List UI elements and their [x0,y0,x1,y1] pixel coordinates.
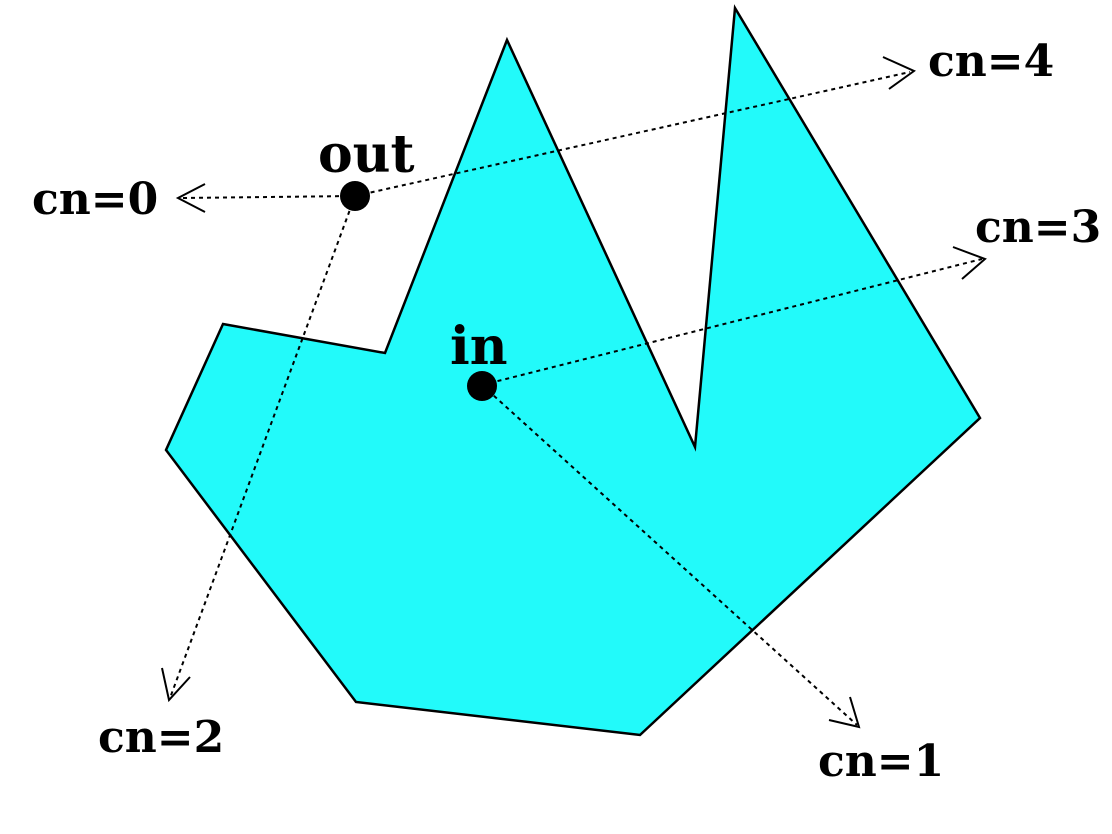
point-in-label: in [450,316,508,377]
ray-label-cn4: cn=4 [928,36,1054,87]
ray-label-cn3: cn=3 [975,202,1101,253]
ray-out-down [169,195,356,699]
polygon-shape [164,4,982,737]
ray-out-right [354,71,911,197]
ray-out-left [181,195,356,199]
arrowhead-in-down [828,696,861,729]
point-in [467,371,497,401]
arrowhead-in-right [952,246,987,280]
ray-label-cn0: cn=0 [32,174,158,225]
point-out [340,181,370,211]
ray-in-right [481,258,983,386]
arrowhead-out-right [882,56,916,90]
ray-label-cn1: cn=1 [818,736,944,787]
point-out-label: out [318,124,415,185]
ray-label-cn2: cn=2 [98,712,224,763]
arrowhead-out-down [161,667,191,703]
arrowhead-out-left [175,183,206,213]
